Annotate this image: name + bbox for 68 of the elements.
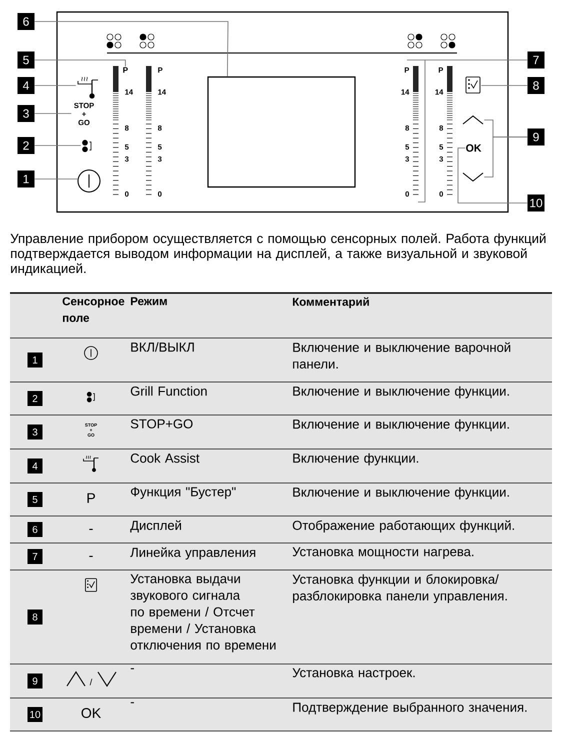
display-screen <box>207 76 356 188</box>
table-cell: Установка настроек. <box>292 668 415 680</box>
callout-number: 1 <box>28 352 42 368</box>
table-cell: Cook Assist <box>130 453 200 463</box>
table-cell: Включение и выключение функции. <box>293 419 509 432</box>
icon-label: P <box>87 493 95 503</box>
callout-number: 10 <box>28 707 42 722</box>
callout-number: 1 <box>18 170 34 188</box>
callout-number: 5 <box>28 492 42 507</box>
leader-line <box>34 178 78 180</box>
table-cell: - <box>130 702 134 704</box>
column-header: Сенсорное поле <box>62 297 124 322</box>
panel-label: P <box>123 67 128 73</box>
table-cell: Установка мощности нагрева. <box>292 547 474 559</box>
pot-thermometer-icon <box>78 76 98 99</box>
table-cell: Включение функции. <box>293 453 418 466</box>
table-cell: Подтверждение выбранного значения. <box>293 702 526 714</box>
callout-number: 6 <box>28 522 42 537</box>
table-cell: Grill Function <box>130 386 207 396</box>
callout-number: 7 <box>528 52 544 68</box>
callout-number: 2 <box>18 137 34 154</box>
paragraph: Управление прибором осуществляется с помощью сенсорных полей. Работа функций подтверждается выводом информации на дисплей, а также визуальной и звуковой индикацией. <box>10 233 546 276</box>
leader-line <box>484 136 528 178</box>
column-header: Комментарий <box>292 297 369 308</box>
table-cell: Включение и выключение варочной панели. <box>293 342 510 369</box>
callout-number: 2 <box>28 391 42 406</box>
leader-line <box>34 145 82 146</box>
table-cell: Включение и выключение функции. <box>293 386 509 398</box>
table-cell: Включение и выключение функции. <box>293 487 509 500</box>
leader-line <box>34 21 228 77</box>
callout-number: 9 <box>528 128 544 146</box>
table-cell: Функция "Бустер" <box>130 487 236 499</box>
leader-line <box>480 85 528 86</box>
leader-line <box>34 113 72 114</box>
callout-number: 9 <box>28 674 42 688</box>
column-header: Режим <box>130 297 167 306</box>
callout-number: 4 <box>28 458 42 474</box>
icon-label: OK <box>82 708 101 718</box>
table-cell: Отображение работающих функций. <box>292 520 514 533</box>
callout-number: 3 <box>18 105 34 122</box>
dots-icon <box>82 140 92 152</box>
power-button <box>78 170 100 192</box>
table-cell: STOP+GO <box>130 419 193 428</box>
up-touch-key <box>462 115 484 124</box>
icon-label: - <box>89 528 93 530</box>
control-panel <box>56 11 509 213</box>
callout-number: 6 <box>18 13 34 30</box>
table-cell: ВКЛ/ВЫКЛ <box>131 342 194 352</box>
table-cell: Установка выдачи звукового сигнала по времени / Отсчет времени / Установка отключения по времени <box>130 574 276 652</box>
leader-line <box>458 148 528 204</box>
table-cell: Линейка управления <box>130 547 256 560</box>
icon-label: - <box>89 556 93 557</box>
panel-label: OK <box>466 144 482 152</box>
callout-number: 10 <box>528 194 544 212</box>
callout-number: 7 <box>28 549 42 564</box>
table-cell: Дисплей <box>130 520 181 532</box>
table-cell: - <box>130 668 134 670</box>
callout-number: 4 <box>18 77 34 94</box>
callout-number: 3 <box>28 424 42 440</box>
callout-number: 8 <box>28 610 42 624</box>
icon-label: / <box>90 678 92 686</box>
down-touch-key <box>462 172 484 182</box>
callout-number: 8 <box>528 77 544 94</box>
table-cell: Установка функции и блокировка/ разблокировка панели управления. <box>292 574 507 604</box>
callout-number: 5 <box>18 52 34 68</box>
leader-line <box>34 85 76 86</box>
leader-line <box>34 60 126 67</box>
timer-icon <box>466 76 480 94</box>
